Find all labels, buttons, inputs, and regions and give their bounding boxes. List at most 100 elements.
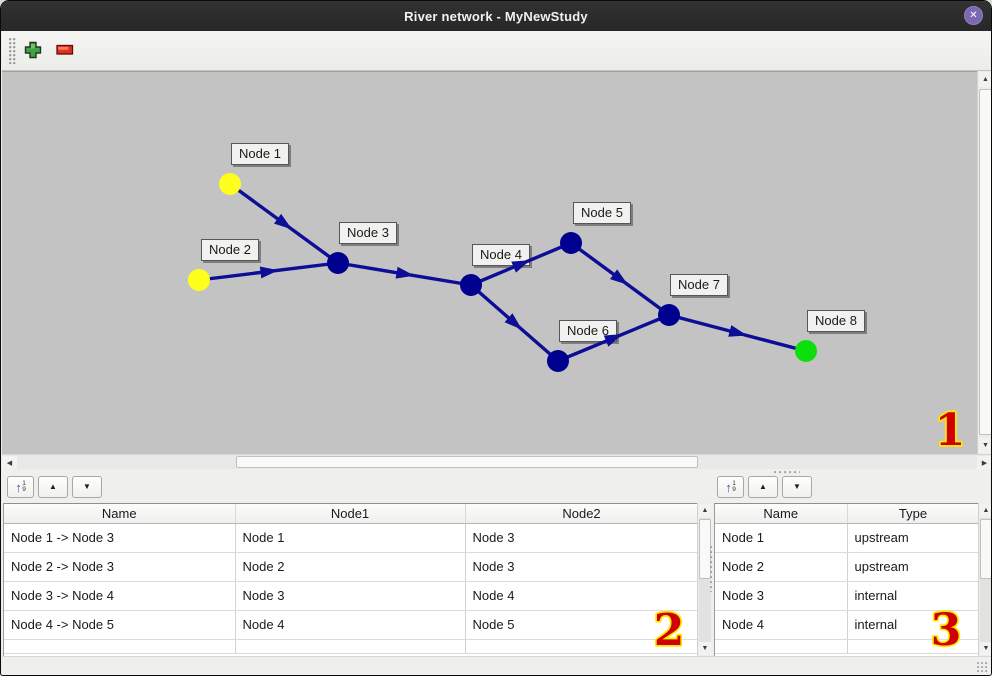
node-label[interactable]: Node 1: [231, 143, 289, 165]
status-bar: [2, 656, 991, 675]
table-cell[interactable]: Node 4: [235, 610, 466, 640]
edge-arrow-icon: [259, 266, 279, 279]
annotation-marker-3: 3: [929, 603, 963, 657]
scroll-down-button[interactable]: ▼: [699, 642, 711, 655]
graph-node-upstream[interactable]: [219, 173, 241, 195]
arrow-up-icon: ▲: [759, 482, 767, 491]
graph-node-internal[interactable]: [547, 350, 569, 372]
remove-button[interactable]: [54, 39, 76, 61]
column-header[interactable]: Name: [4, 504, 236, 524]
node-label[interactable]: Node 6: [559, 320, 617, 342]
nodes-move-up-button[interactable]: ▲: [748, 476, 778, 498]
close-icon: ✕: [969, 10, 978, 21]
table-cell[interactable]: Node 3: [465, 552, 697, 582]
scroll-right-button[interactable]: ▶: [977, 456, 991, 469]
graph-node-internal[interactable]: [460, 274, 482, 296]
scrollbar-thumb[interactable]: [979, 89, 991, 435]
graph-node-upstream[interactable]: [188, 269, 210, 291]
node-label[interactable]: Node 2: [201, 239, 259, 261]
edges-table-scrollbar[interactable]: ▲ ▼: [697, 503, 711, 656]
table-cell[interactable]: internal: [847, 581, 978, 611]
node-label[interactable]: Node 5: [573, 202, 631, 224]
table-cell[interactable]: internal: [847, 610, 978, 640]
table-cell[interactable]: upstream: [847, 552, 978, 582]
table-cell[interactable]: Node 5: [465, 610, 697, 640]
scroll-down-button[interactable]: ▼: [980, 642, 991, 655]
table-cell[interactable]: Node 2: [235, 552, 466, 582]
arrow-down-icon: ▼: [83, 482, 91, 491]
table-cell[interactable]: Node 3: [235, 581, 466, 611]
table-empty-row: [715, 639, 978, 654]
column-header[interactable]: Name: [715, 504, 848, 524]
table-cell[interactable]: Node 4: [715, 610, 848, 640]
add-button[interactable]: [22, 39, 44, 61]
canvas-horizontal-scrollbar[interactable]: ◀ ▶: [2, 454, 991, 469]
scroll-down-button[interactable]: ▼: [979, 438, 991, 453]
scroll-up-button[interactable]: ▲: [979, 72, 991, 87]
graph-node-internal[interactable]: [327, 252, 349, 274]
arrow-up-icon: ▲: [982, 507, 990, 514]
main-toolbar: [2, 31, 991, 71]
panel-splitter[interactable]: [2, 469, 991, 475]
edges-move-up-button[interactable]: ▲: [38, 476, 68, 498]
table-cell[interactable]: Node 2: [715, 552, 848, 582]
graph-node-internal[interactable]: [658, 304, 680, 326]
scroll-up-button[interactable]: ▲: [699, 504, 711, 517]
node-label[interactable]: Node 7: [670, 274, 728, 296]
close-button[interactable]: ✕: [964, 6, 983, 25]
scrollbar-thumb[interactable]: [236, 456, 698, 468]
column-header[interactable]: Type: [847, 504, 978, 524]
table-cell[interactable]: Node 3: [465, 523, 697, 553]
window-title: River network - MyNewStudy: [404, 8, 588, 24]
node-label[interactable]: Node 3: [339, 222, 397, 244]
node-label[interactable]: Node 4: [472, 244, 530, 266]
table-cell[interactable]: Node 3 -> Node 4: [4, 581, 236, 611]
table-cell[interactable]: Node 1 -> Node 3: [4, 523, 236, 553]
table-cell[interactable]: Node 1: [715, 523, 848, 553]
table-cell[interactable]: Node 4: [465, 581, 697, 611]
network-canvas[interactable]: Node 1 Node 2 Node 3 Node 4 Node 5 Node 6 Node…: [2, 71, 977, 454]
edge-arrow-icon: [504, 313, 523, 330]
plus-icon: [24, 41, 42, 59]
scroll-left-button[interactable]: ◀: [2, 456, 17, 469]
nodes-table-scrollbar[interactable]: ▲ ▼: [978, 503, 991, 656]
column-header[interactable]: Node2: [465, 504, 697, 524]
resize-grip[interactable]: [977, 662, 988, 673]
splitter-handle-icon: [774, 471, 800, 474]
graph-node-downstream[interactable]: [795, 340, 817, 362]
table-cell[interactable]: Node 2 -> Node 3: [4, 552, 236, 582]
table-empty-row: [4, 639, 697, 654]
table-cell[interactable]: Node 1: [235, 523, 466, 553]
column-header[interactable]: Node1: [235, 504, 466, 524]
node-label[interactable]: Node 8: [807, 310, 865, 332]
nodes-move-down-button[interactable]: ▼: [782, 476, 812, 498]
scroll-up-button[interactable]: ▲: [980, 504, 991, 517]
scrollbar-thumb[interactable]: [980, 519, 991, 579]
title-bar[interactable]: River network - MyNewStudy ✕: [1, 1, 991, 31]
table-cell[interactable]: upstream: [847, 523, 978, 553]
splitter-handle-icon: [710, 546, 714, 592]
toolbar-drag-handle[interactable]: [9, 38, 16, 64]
minus-icon: [56, 44, 74, 55]
canvas-vertical-scrollbar[interactable]: ▲ ▼: [977, 71, 991, 454]
edges-move-down-button[interactable]: ▼: [72, 476, 102, 498]
table-cell[interactable]: Node 3: [715, 581, 848, 611]
table-cell[interactable]: Node 4 -> Node 5: [4, 610, 236, 640]
edge-arrow-icon: [728, 325, 748, 337]
graph-node-internal[interactable]: [560, 232, 582, 254]
arrow-down-icon: ▼: [793, 482, 801, 491]
arrow-up-icon: ▲: [982, 76, 989, 83]
